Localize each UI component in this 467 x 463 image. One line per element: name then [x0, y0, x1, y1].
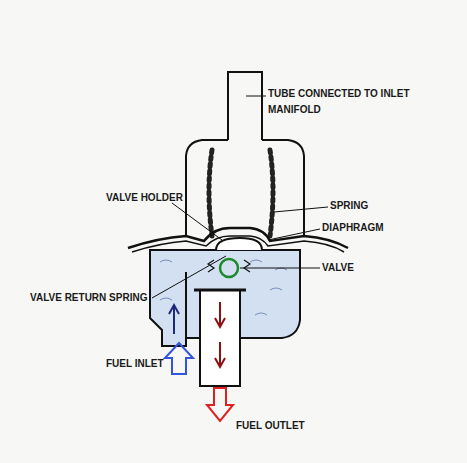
outlet-tube	[200, 290, 240, 386]
upper-housing	[186, 140, 228, 236]
return-spring	[208, 260, 250, 272]
upper-housing	[262, 140, 304, 236]
part-label: FUEL OUTLET	[236, 418, 305, 434]
diaphragm	[132, 236, 344, 252]
leader-line	[274, 207, 328, 212]
spring-coil	[209, 150, 212, 236]
manifold-tube	[228, 72, 262, 140]
flow-arrow	[215, 342, 225, 367]
flow-arrow	[215, 302, 225, 327]
part-label: TUBE CONNECTED TO INLET MANIFOLD	[268, 86, 428, 118]
leader-line	[240, 268, 320, 269]
part-label: VALVE	[322, 260, 354, 276]
leader-line	[152, 256, 226, 298]
valve-holder	[216, 238, 262, 250]
part-label: DIAPHRAGM	[322, 220, 384, 236]
part-label: VALVE RETURN SPRING	[30, 290, 147, 306]
part-label: SPRING	[330, 198, 368, 214]
part-label: FUEL INLET	[106, 356, 164, 372]
part-label: VALVE HOLDER	[106, 190, 183, 206]
valve-seat	[194, 289, 246, 292]
valve-ball	[220, 259, 238, 277]
spring-coil	[270, 150, 273, 236]
flow-arrow	[169, 305, 179, 334]
outlet-arrow	[207, 388, 233, 421]
leader-line	[172, 203, 222, 240]
leader-line	[246, 96, 266, 97]
inlet-wall	[185, 272, 187, 338]
inlet-arrow	[165, 343, 193, 374]
leader-line	[268, 229, 320, 240]
